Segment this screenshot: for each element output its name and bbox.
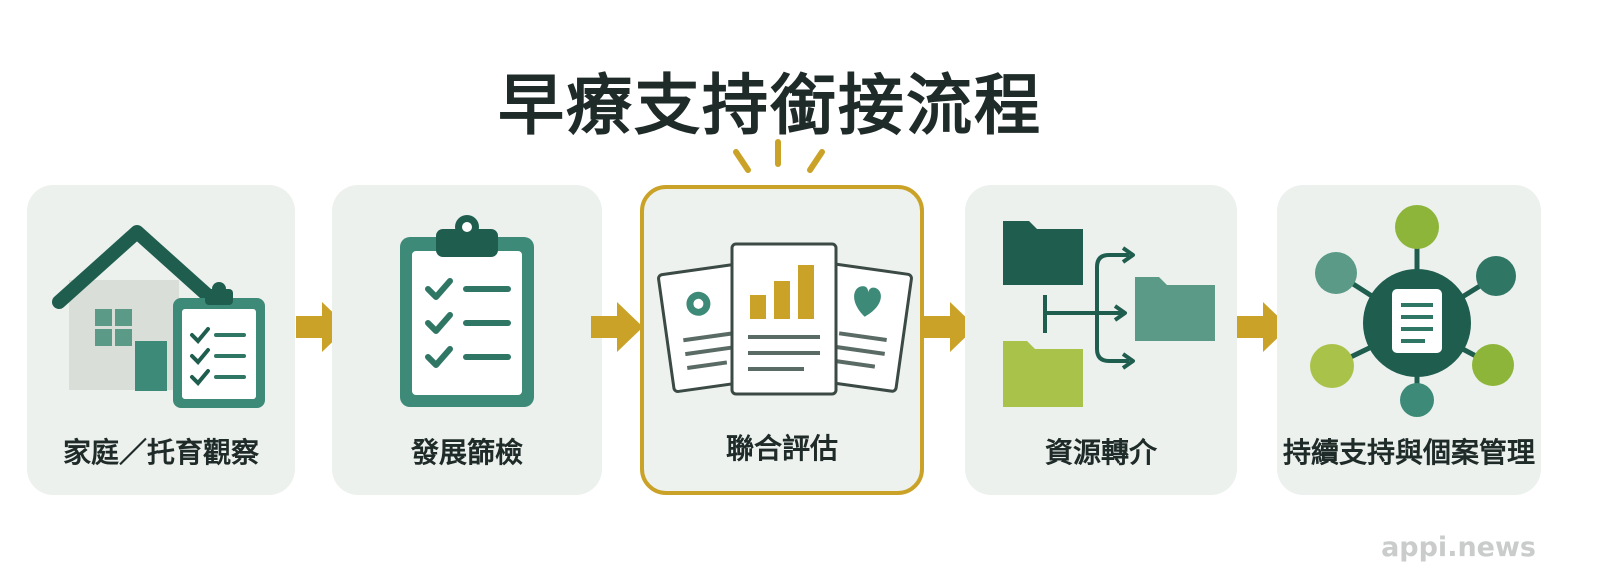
step-card-observation[interactable]: 家庭／托育觀察 xyxy=(27,185,295,495)
house-clipboard-icon xyxy=(52,225,265,408)
page-title: 早療支持銜接流程 xyxy=(498,67,1042,144)
step-label: 發展篩檢 xyxy=(410,436,523,469)
step-card-screening[interactable]: 發展篩檢 xyxy=(332,185,602,495)
step-card-ongoing-support[interactable]: 持續支持與個案管理 xyxy=(1277,185,1541,495)
arrow-right-icon xyxy=(1237,302,1289,352)
watermark: appi.news xyxy=(1381,532,1536,563)
step-label: 持續支持與個案管理 xyxy=(1282,436,1535,469)
report-documents-icon xyxy=(657,242,913,396)
step-label: 家庭／托育觀察 xyxy=(62,436,259,469)
arrow-right-icon xyxy=(591,302,643,352)
highlight-burst-icon xyxy=(733,139,825,173)
step-card-joint-assessment[interactable]: 聯合評估 xyxy=(640,185,924,495)
network-hub-icon xyxy=(1310,205,1516,417)
clipboard-checklist-icon xyxy=(400,215,534,407)
step-label: 資源轉介 xyxy=(1044,436,1157,469)
step-card-referral[interactable]: 資源轉介 xyxy=(965,185,1237,495)
step-label: 聯合評估 xyxy=(725,432,838,465)
arrow-right-icon xyxy=(924,302,976,352)
folder-routing-icon xyxy=(1003,221,1215,407)
